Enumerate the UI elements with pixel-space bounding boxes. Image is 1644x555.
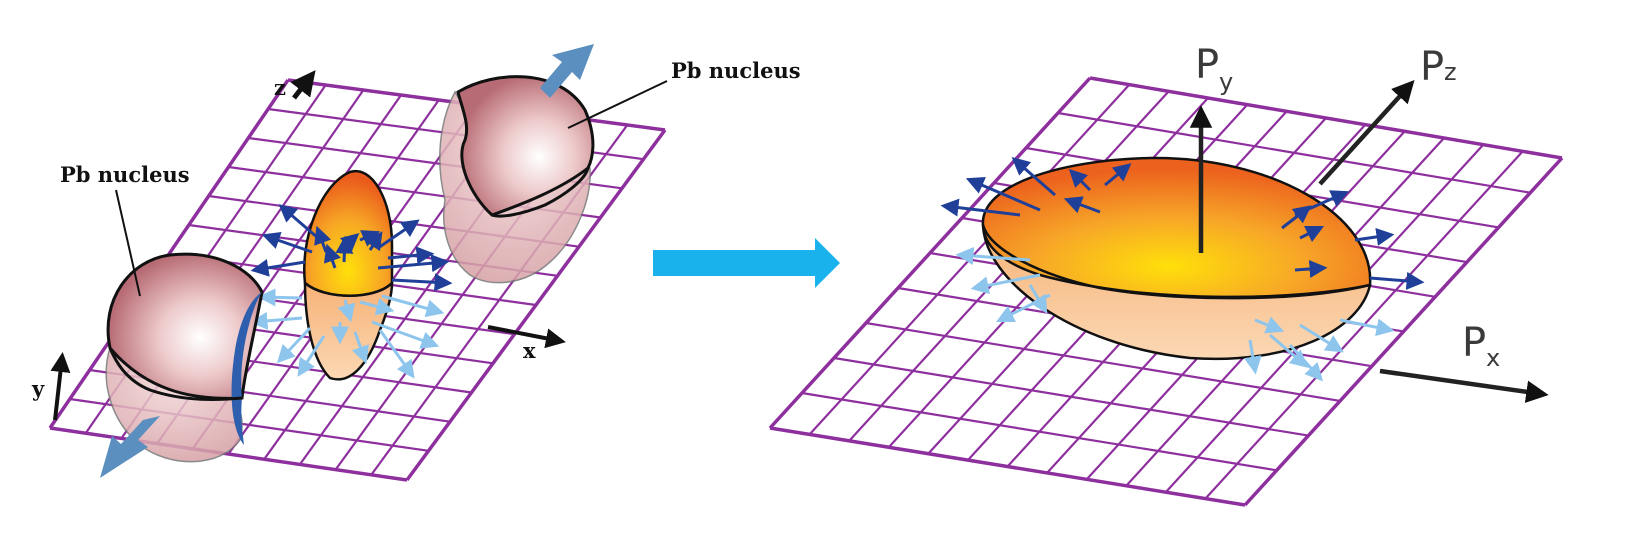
- pb-nucleus-upper-label: Pb nucleus: [671, 58, 801, 83]
- x-axis-label: x: [523, 338, 536, 363]
- pb-nucleus-lower: [105, 252, 264, 463]
- flow-arrow: [1104, 163, 1132, 187]
- flow-arrow: [1288, 343, 1324, 382]
- flow-arrows-right: [940, 157, 1425, 382]
- pb-nucleus-upper: [439, 75, 595, 284]
- flow-arrow: [378, 329, 415, 379]
- flow-arrow: [940, 198, 1021, 217]
- pb-nucleus-upper-pointer: [567, 80, 668, 129]
- flow-arrow: [249, 311, 303, 330]
- flow-arrow: [1354, 227, 1395, 246]
- flow-arrow: [1269, 333, 1309, 368]
- flow-arrow: [955, 246, 1031, 265]
- flow-arrow: [1063, 196, 1101, 214]
- z-axis-arrow: [290, 70, 316, 100]
- flow-arrow: [381, 294, 445, 318]
- flow-arrow: [1068, 168, 1092, 192]
- flow-arrow: [261, 231, 313, 254]
- flow-arrow: [1011, 157, 1056, 197]
- py-label-subscript: y: [1219, 68, 1233, 96]
- flow-arrow: [1294, 259, 1328, 278]
- grid-line: [833, 356, 1309, 437]
- flow-arrow: [257, 288, 303, 307]
- px-label: P: [1462, 320, 1486, 366]
- px-label-subscript: x: [1486, 344, 1500, 372]
- right-panel: P z P y P x: [768, 42, 1564, 507]
- flow-arrow: [391, 273, 453, 292]
- flow-arrow: [276, 326, 312, 364]
- grid-line: [49, 426, 408, 482]
- flow-arrow: [1254, 316, 1285, 334]
- flow-arrows-left: [249, 204, 453, 379]
- flow-arrow: [965, 177, 1041, 212]
- pz-label-subscript: z: [1444, 58, 1457, 86]
- grid-line: [769, 426, 1246, 507]
- flow-arrow: [335, 235, 354, 263]
- pb-nucleus-lower-label: Pb nucleus: [60, 162, 190, 187]
- flow-arrow: [1339, 318, 1395, 337]
- beam-arrow-lower: [100, 416, 160, 478]
- flow-arrow: [250, 258, 306, 277]
- grid-line: [1057, 111, 1531, 194]
- flow-arrow: [278, 204, 319, 240]
- beam-arrow-upper: [540, 44, 594, 98]
- z-axis-label: z: [274, 75, 286, 100]
- grid-line: [865, 321, 1341, 402]
- flow-arrow: [1028, 284, 1048, 314]
- flow-arrow: [1299, 225, 1325, 243]
- pz-arrow: [1318, 80, 1415, 186]
- transition-arrow: [653, 238, 840, 288]
- flow-arrow: [377, 254, 450, 273]
- grid-line: [801, 391, 1277, 472]
- flow-arrow: [297, 335, 326, 377]
- px-arrow: [1379, 368, 1549, 403]
- flow-arrow: [1369, 271, 1425, 290]
- flow-arrow: [387, 246, 435, 265]
- flow-arrow: [351, 331, 369, 365]
- grid-line: [1089, 76, 1563, 160]
- flow-arrow: [970, 273, 1041, 295]
- flow-arrow: [323, 243, 341, 269]
- py-label: P: [1195, 42, 1219, 88]
- flow-arrow: [337, 299, 356, 323]
- flow-arrow: [1243, 339, 1262, 375]
- flow-arrow: [359, 297, 395, 316]
- left-panel: Pb nucleus Pb nucleus z x y: [31, 44, 801, 482]
- flow-arrow: [1281, 205, 1312, 230]
- flow-arrow: [371, 320, 440, 349]
- x-axis-arrow: [487, 325, 566, 349]
- flow-arrow: [377, 219, 420, 250]
- pb-nucleus-lower-pointer: [115, 189, 141, 297]
- pz-label: P: [1420, 44, 1444, 90]
- y-axis-arrow: [50, 352, 71, 421]
- fireball-ellipsoid: [981, 156, 1372, 361]
- flow-arrow: [365, 231, 383, 252]
- y-axis-label: y: [31, 376, 45, 401]
- flow-arrow: [1299, 323, 1344, 353]
